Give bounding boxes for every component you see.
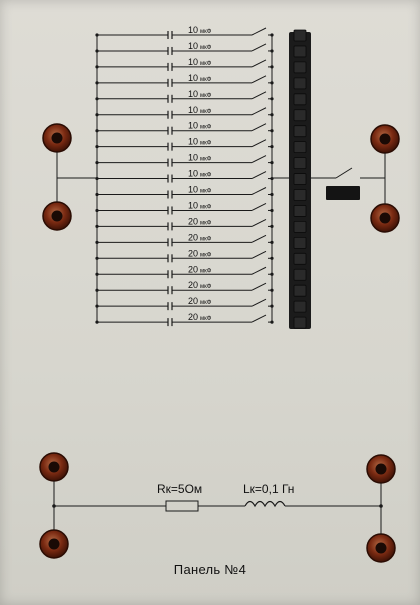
capacitor-toggle-key[interactable] <box>293 93 307 106</box>
input-terminal-top[interactable] <box>42 123 72 153</box>
bottom-terminal-left-top[interactable] <box>39 452 69 482</box>
capacitor-toggle-key[interactable] <box>293 109 307 122</box>
resistor-label: Rк=5Ом <box>157 482 202 496</box>
output-terminal-top[interactable] <box>370 124 400 154</box>
bottom-terminal-right-top[interactable] <box>366 454 396 484</box>
panel-title: Панель №4 <box>173 562 247 577</box>
capacitor-toggle-key[interactable] <box>293 220 307 233</box>
rl-circuit-wiring <box>53 481 382 534</box>
capacitor-toggle-key[interactable] <box>293 125 307 138</box>
capacitor-toggle-key[interactable] <box>293 284 307 297</box>
main-switch-handle[interactable] <box>326 186 360 200</box>
capacitor-toggle-key[interactable] <box>293 141 307 154</box>
capacitor-toggle-key[interactable] <box>293 77 307 90</box>
output-wiring <box>311 153 386 204</box>
inductor-label: Lк=0,1 Гн <box>243 482 294 496</box>
bottom-terminal-right-bottom[interactable] <box>366 533 396 563</box>
capacitor-toggle-key[interactable] <box>293 236 307 249</box>
capacitor-toggle-key[interactable] <box>293 29 307 42</box>
capacitor-toggle-key[interactable] <box>293 316 307 329</box>
resistor-symbol <box>165 500 199 512</box>
capacitor-toggle-key[interactable] <box>293 189 307 201</box>
capacitor-toggle-key[interactable] <box>293 300 307 313</box>
capacitor-toggle-key[interactable] <box>293 252 307 265</box>
inductor-symbol <box>244 500 286 508</box>
capacitor-toggle-key[interactable] <box>293 268 307 281</box>
bottom-terminal-left-bottom[interactable] <box>39 529 69 559</box>
input-terminal-bottom[interactable] <box>42 201 72 231</box>
capacitor-toggle-key[interactable] <box>293 205 307 217</box>
capacitor-toggle-key[interactable] <box>293 61 307 74</box>
capacitor-toggle-key[interactable] <box>293 45 307 58</box>
output-terminal-bottom[interactable] <box>370 203 400 233</box>
capacitor-toggle-key[interactable] <box>293 173 307 185</box>
capacitor-toggle-key[interactable] <box>293 157 307 170</box>
